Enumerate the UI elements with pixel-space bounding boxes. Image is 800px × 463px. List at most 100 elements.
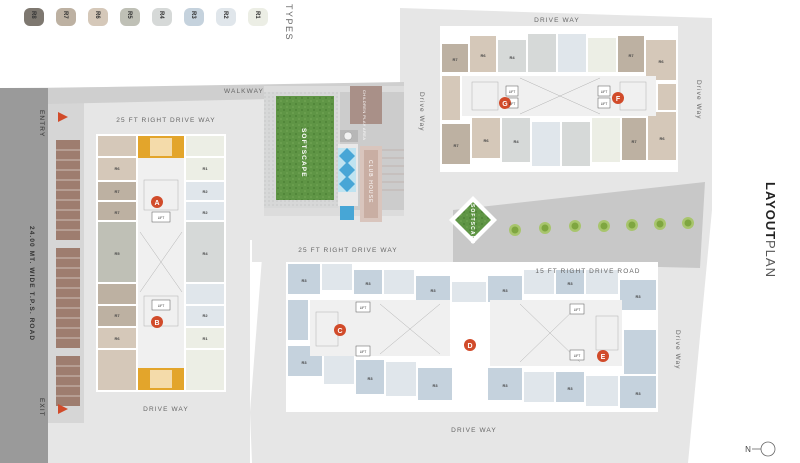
block-g-label: G [502,101,508,108]
legend-swatches [24,8,268,26]
unit-tag: R1 [202,336,208,341]
label-children-play: CHILDREN PLAY AREA [362,90,367,140]
unit-tag: R7 [631,139,637,144]
marker-block-f [612,92,624,104]
label-entry: ENTRY [38,110,45,137]
unit-tag: R7 [114,189,120,194]
entry-arrow-icon [58,112,68,122]
unit-tag: R3 [367,376,373,381]
legend-code: R5 [126,11,132,19]
legend-code: R6 [94,11,100,19]
legend-code: R2 [222,11,228,19]
block-d-label: D [467,343,472,350]
legend-swatch-r1 [248,8,268,26]
legend-swatch-r5 [120,8,140,26]
unit-tag: R3 [301,360,307,365]
children-play-area [350,86,382,124]
lift-tag: LIFT [360,306,367,310]
label-right-drive-mid: 25 FT RIGHT DRIVE WAY [298,247,397,254]
unit-tag: R6 [658,59,664,64]
label-drive-way-bottom: DRIVE WAY [451,427,497,434]
exit-arrow-icon [58,404,68,414]
label-tps-road: 24.00 MT. WIDE T.P.S. ROAD [28,226,35,341]
lift-tag: LIFT [574,308,581,312]
unit-tag: R7 [452,57,458,62]
lift-tag: LIFT [158,304,165,308]
marker-block-g [499,97,511,109]
legend-swatch-r7 [56,8,76,26]
unit-tag: R7 [628,53,634,58]
legend-swatch-r2 [216,8,236,26]
softscape-diamond-area [449,196,497,244]
legend-code: R1 [254,11,260,19]
label-club-house: CLUB HOUSE [367,160,373,204]
lift-tag: LIFT [601,90,608,94]
tps-road [0,88,48,463]
legend-code: R3 [190,11,196,19]
unit-tag: R7 [453,143,459,148]
lift-tag: LIFT [509,102,516,106]
north-label: N [745,445,751,454]
label-softscape-2: SOFTSCAPE [469,204,475,244]
lift-tag: LIFT [360,350,367,354]
unit-tag: R3 [502,383,508,388]
unit-tag: R6 [483,138,489,143]
label-softscape-1: SOFTSCAPE [300,128,307,178]
unit-tag: R3 [365,281,371,286]
unit-tag: R3 [635,294,641,299]
unit-tag: R3 [301,278,307,283]
unit-tag: R4 [509,55,515,60]
title-line1: LAYOUT [763,182,778,240]
lift-tag: LIFT [601,102,608,106]
unit-tag: R2 [202,313,208,318]
unit-tag: R3 [430,288,436,293]
marker-block-d [464,339,476,351]
unit-type-tags: R6 R7 R7 R5 R7 R6 R1 R2 R2 R4 R2 R1 R3 R… [114,53,665,396]
unit-tag: R3 [567,281,573,286]
unit-tag: R2 [202,189,208,194]
label-walkway: WALKWAY [224,88,264,95]
unit-tag: R6 [659,136,665,141]
lift-tag: LIFT [574,354,581,358]
tower-fg [440,26,678,172]
tower-ab [96,134,226,392]
marker-block-c [334,324,346,336]
north-compass-icon [760,441,776,457]
block-e-label: E [601,354,606,361]
amenity-zone [264,86,404,222]
lift-tag: LIFT [158,216,165,220]
pool [338,148,356,220]
label-drive-way-right-2: Drive Way [674,330,681,370]
types-legend: R8 R7 R6 R5 R4 R3 R2 R1 TYPES [20,4,294,41]
marker-block-a [151,196,163,208]
legend-swatch-r8 [24,8,44,26]
block-a-label: A [154,200,159,207]
block-f-label: F [616,96,621,103]
unit-tag: R6 [480,53,486,58]
legend-code: R7 [62,11,68,19]
unit-tag: R3 [635,391,641,396]
unit-tag: R2 [202,210,208,215]
title: LAYOUT PLAN [763,182,778,278]
unit-tag: R4 [202,251,208,256]
unit-tag: R6 [114,336,120,341]
marker-block-e [597,350,609,362]
block-c-label: C [337,328,342,335]
tower-cde [286,262,658,412]
label-drive-way-bottom-left: DRIVE WAY [143,406,189,413]
label-right-drive-road: 15 FT RIGHT DRIVE ROAD [535,268,640,275]
unit-tag: R7 [114,313,120,318]
unit-tag: R6 [114,166,120,171]
legend-swatch-r3 [184,8,204,26]
unit-tag: R3 [567,386,573,391]
legend-swatch-r6 [88,8,108,26]
label-drive-way-mid: Drive Way [418,92,425,132]
north-arrow: N [745,441,776,457]
tree-row [509,217,694,236]
label-exit: EXIT [38,398,45,417]
legend-swatch-r4 [152,8,172,26]
lift-tag: LIFT [509,90,516,94]
unit-tag: R5 [114,251,120,256]
unit-tag: R7 [114,210,120,215]
